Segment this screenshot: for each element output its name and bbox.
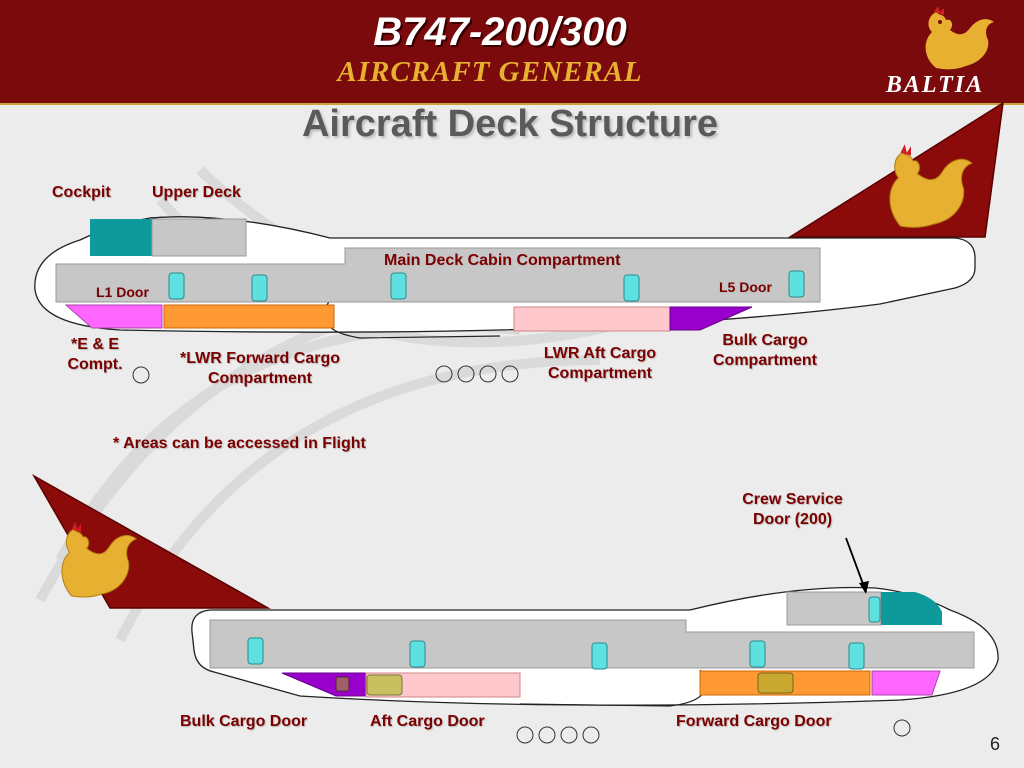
top-door-1 [168,272,185,300]
top-door-4 [623,274,640,302]
top-aircraft [34,101,1004,384]
bulk-cargo-compartment-label: Bulk Cargo Compartment [690,331,840,371]
forward-cargo-door-label: Forward Cargo Door [676,713,832,730]
top-tail-rooster-icon [889,144,973,228]
l5-door-label: L5 Door [719,279,772,295]
top-upper-deck [151,218,247,257]
ee-label-line2: Compt. [67,356,123,373]
slide-subtitle: AIRCRAFT GENERAL [337,56,643,88]
rooster-logo-icon [925,6,994,70]
bottom-tail-rooster-icon [61,521,138,598]
baltia-logo-text: BALTIA [885,72,985,98]
footnote: * Areas can be accessed in Flight [113,435,366,452]
upper-deck-label: Upper Deck [152,184,241,201]
lwr-aft-cargo-label: LWR Aft Cargo Compartment [520,344,680,384]
crew-door-label-line1: Crew Service [742,491,843,508]
ee-compartment-label: *E & E Compt. [52,335,138,375]
bottom-door-1 [247,637,264,665]
lwr-forward-cargo-label: *LWR Forward Cargo Compartment [155,349,365,389]
main-deck-label: Main Deck Cabin Compartment [384,252,621,269]
top-fwd-cargo [163,304,335,329]
bulk-cargo-door-label: Bulk Cargo Door [180,713,308,730]
crew-door-label-line2: Door (200) [752,511,833,528]
top-main-gear-icon [435,365,453,383]
lwr-fwd-label-line2: Compartment [207,370,312,387]
lwr-fwd-label-line1: *LWR Forward Cargo [179,350,340,367]
lwr-aft-label-line1: LWR Aft Cargo [543,345,657,362]
bottom-door-4 [749,640,766,668]
l1-door-label: L1 Door [96,284,149,300]
ee-label-line1: *E & E [70,336,119,353]
page-number: 6 [990,734,1001,754]
bottom-nose-gear-icon [893,719,911,737]
page-title: Aircraft Deck Structure [301,103,719,145]
header-bar [0,0,1024,105]
bottom-upper-deck [786,591,882,626]
bottom-door-5 [848,642,865,670]
bottom-fwd-cargo-door [757,672,794,694]
top-door-5 [788,270,805,298]
bottom-door-2 [409,640,426,668]
slide-title: B747-200/300 [373,10,627,54]
crew-door-arrowhead-icon [859,581,869,594]
top-bulk-cargo [669,306,753,331]
bulk-label-line2: Compartment [712,352,817,369]
top-door-3 [390,272,407,300]
bottom-crew-service-door [868,596,881,623]
bottom-bulk-cargo-door [335,676,350,692]
top-aft-cargo [513,306,671,332]
bulk-label-line1: Bulk Cargo [722,332,808,349]
aft-cargo-door-label: Aft Cargo Door [370,713,485,730]
bottom-aircraft [31,474,999,744]
bottom-main-gear-icon [516,726,534,744]
bottom-cockpit [881,592,942,625]
bottom-ee-compartment [871,670,941,696]
bottom-door-3 [591,642,608,670]
crew-service-door-label: Crew Service Door (200) [715,490,870,530]
top-nose-gear-icon [132,366,150,384]
bottom-aft-cargo-door [366,674,403,696]
top-door-2 [251,274,268,302]
lwr-aft-label-line2: Compartment [547,365,652,382]
cockpit-label: Cockpit [52,184,111,201]
top-ee-compartment [64,304,163,329]
